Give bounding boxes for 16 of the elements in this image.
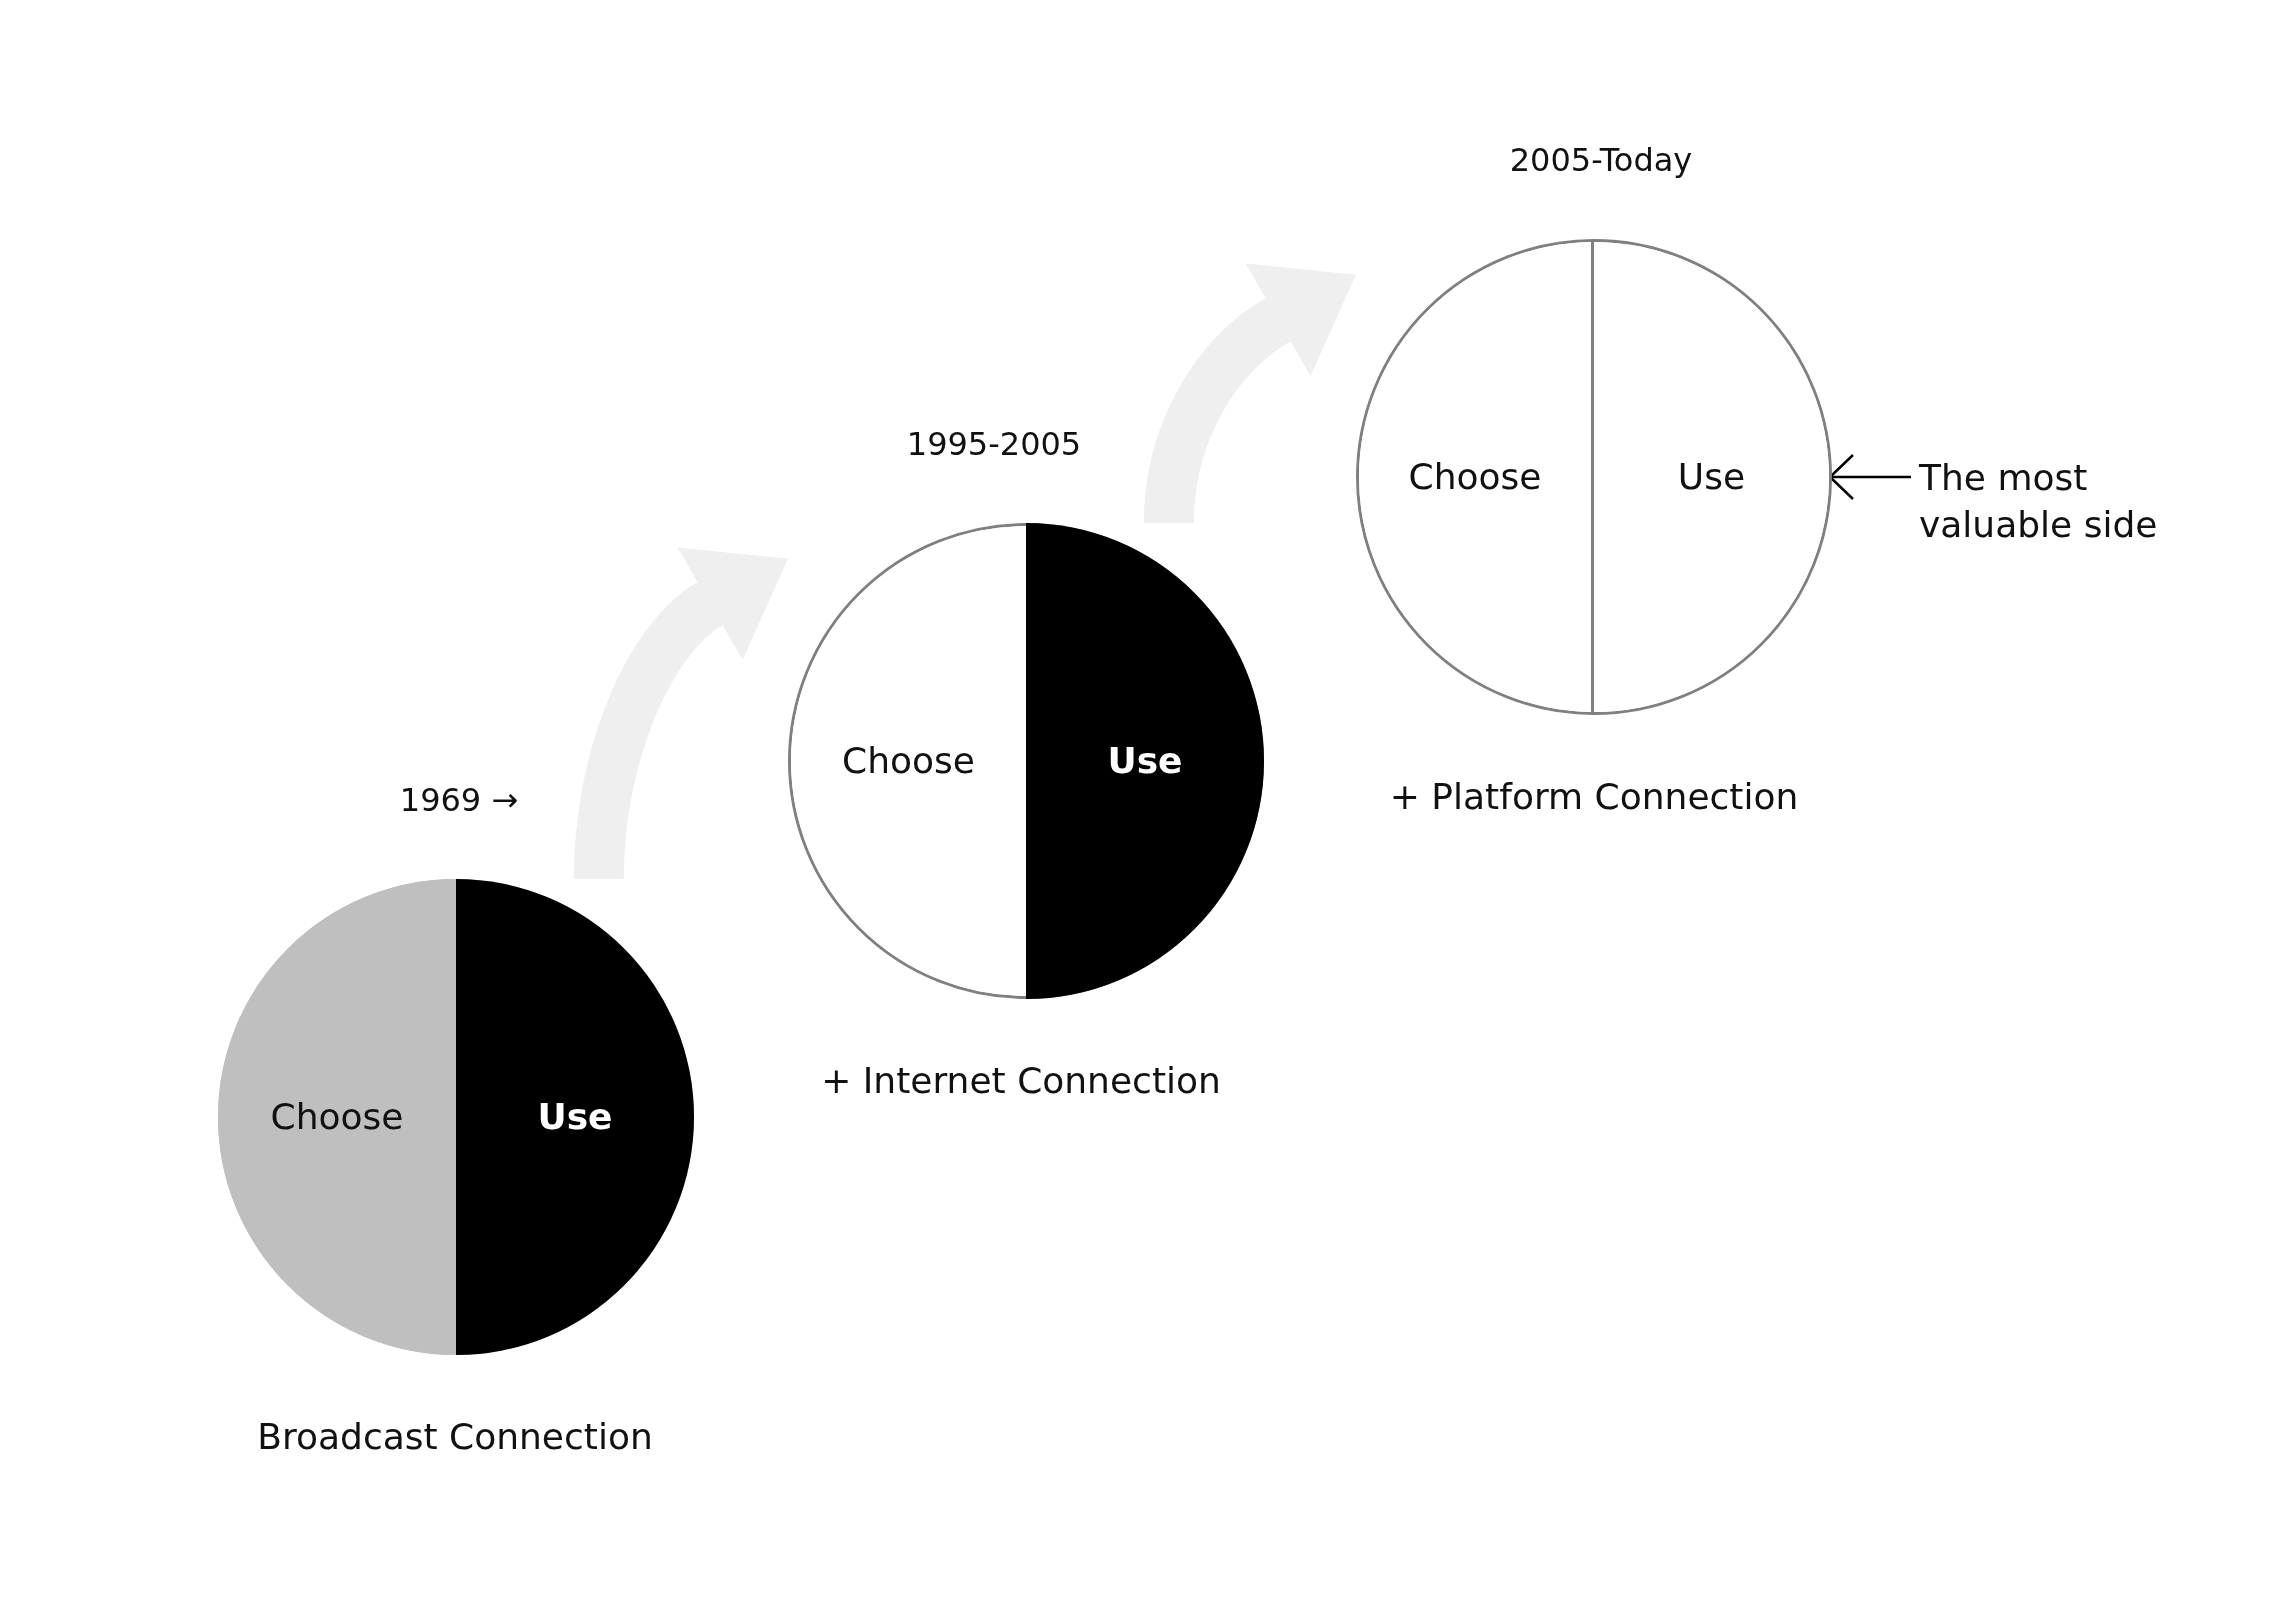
- segment-label: Use: [1677, 455, 1746, 499]
- segment-label: Use: [1107, 739, 1183, 783]
- segment-label: Choose: [270, 1095, 404, 1139]
- year-label: 1995-2005: [906, 424, 1082, 464]
- stage-caption: + Platform Connection: [1389, 775, 1799, 819]
- segment-label: Use: [537, 1095, 613, 1139]
- stage-caption: Broadcast Connection: [257, 1415, 653, 1459]
- year-label: 2005-Today: [1509, 140, 1693, 180]
- split-circle: [1356, 239, 1832, 715]
- split-circle: [218, 879, 694, 1355]
- split-circle: [788, 523, 1264, 999]
- callout-text: The most valuable side: [1919, 455, 2160, 549]
- stage-caption: + Internet Connection: [821, 1059, 1221, 1103]
- segment-label: Choose: [1408, 455, 1542, 499]
- year-label: 1969 →: [399, 780, 519, 820]
- segment-label: Choose: [842, 739, 975, 783]
